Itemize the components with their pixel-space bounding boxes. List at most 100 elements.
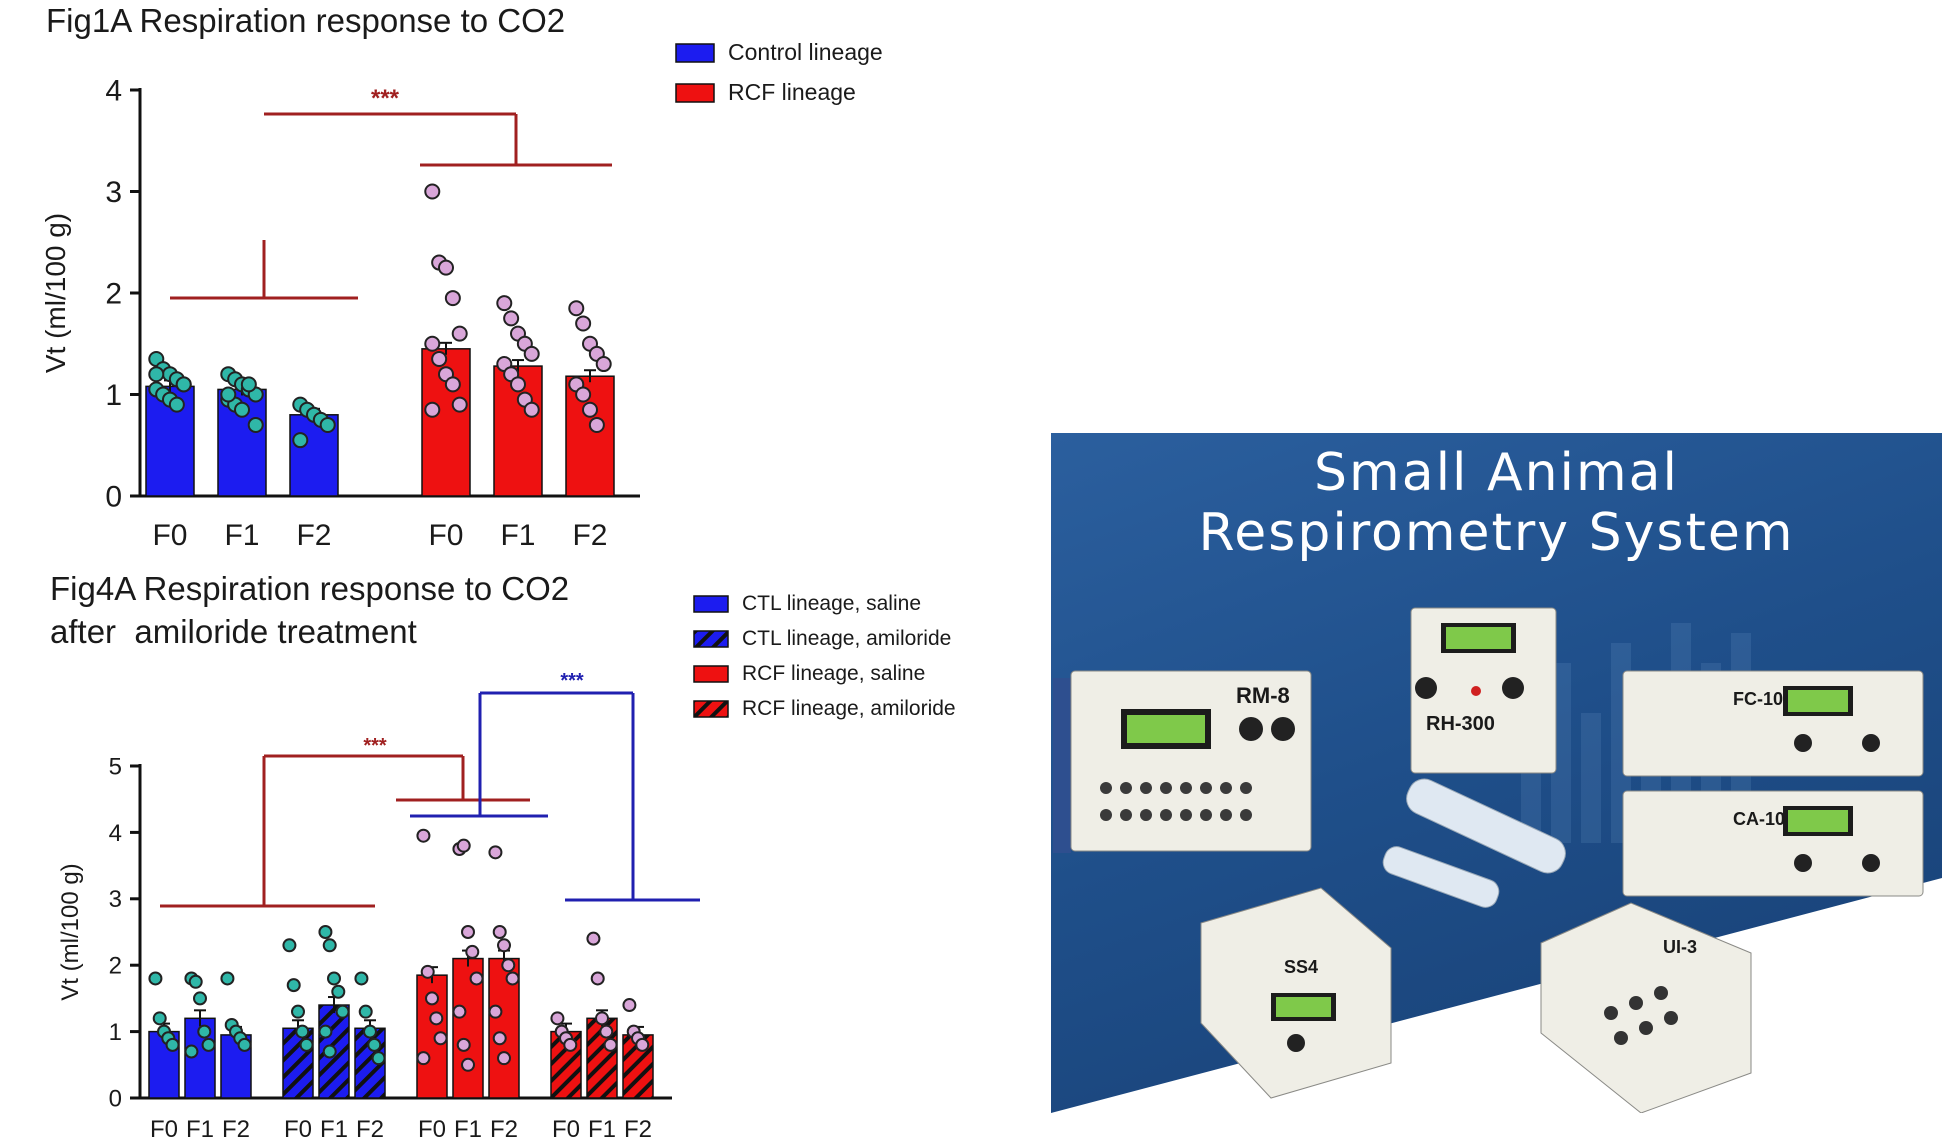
chart0-x-tick-label: F2 — [296, 519, 331, 552]
chart0-data-point — [168, 396, 185, 413]
chart1-significance-label: *** — [363, 735, 387, 757]
chart1-data-point — [497, 938, 511, 953]
ca10-device-icon: CA-10 — [1622, 790, 1924, 897]
fig4a-subtitle: after amiloride treatment — [50, 613, 417, 650]
chart1-data-point — [286, 978, 301, 993]
chart1-x-tick-label: F1 — [454, 1116, 482, 1143]
chart0-data-point — [175, 376, 192, 393]
chart1-data-point — [429, 1011, 444, 1026]
chart1-x-tick-label: F0 — [150, 1116, 178, 1143]
chart1-x-tick-label: F2 — [624, 1116, 652, 1143]
chart0-y-label: Vt (ml/100 g) — [40, 213, 71, 373]
chart1-data-point — [291, 1004, 305, 1019]
chart1-x-tick-label: F2 — [490, 1116, 518, 1143]
chart1-data-point — [193, 991, 207, 1006]
chart1-data-point — [367, 1037, 382, 1052]
chart0-data-point — [568, 300, 585, 317]
chart1-data-point — [197, 1024, 212, 1039]
chart0-data-point — [496, 295, 513, 312]
chart0-x-tick-label: F1 — [500, 519, 535, 552]
chart0-data-point — [424, 401, 441, 418]
chart0-data-point — [220, 386, 237, 403]
chart1-legend-swatch — [693, 665, 729, 683]
chart0-data-point — [148, 366, 165, 383]
chart0-data-point — [431, 350, 448, 367]
chart0-data-point — [451, 396, 468, 413]
fc10-device-icon: FC-10 — [1622, 670, 1924, 777]
chart1-data-point — [318, 1024, 333, 1039]
chart1-data-point — [416, 1051, 431, 1066]
ad-title-line2: Respirometry System — [1198, 503, 1795, 563]
chart1-data-point — [497, 1051, 511, 1066]
chart1-x-tick-label: F0 — [418, 1116, 446, 1143]
chart0-data-point — [247, 416, 264, 433]
chart1-data-point — [465, 944, 480, 959]
chart0-data-point — [240, 376, 257, 393]
chart1-data-point — [452, 1004, 467, 1019]
chart0-data-point — [424, 335, 441, 352]
chart1-data-point — [456, 1037, 471, 1052]
chart1-data-point — [318, 925, 333, 939]
chart0-data-point — [575, 386, 592, 403]
chart0-data-point — [444, 290, 461, 307]
ss4-label: SS4 — [1284, 957, 1318, 977]
respirometry-ad-banner: Small Animal Respirometry System RM-8 RH… — [1051, 433, 1942, 1113]
chart1-data-point — [433, 1031, 448, 1046]
chart1-data-point — [488, 845, 503, 860]
chart1-y-tick-label: 1 — [109, 1019, 122, 1046]
fc10-label: FC-10 — [1733, 689, 1783, 709]
ui3-device-icon: UI-3 — [1540, 902, 1752, 1113]
fig1a-title: Fig1A Respiration response to CO2 — [46, 2, 566, 39]
chart1-data-point — [461, 1057, 475, 1072]
chart1-legend-swatch — [693, 630, 729, 648]
rh300-device-icon: RH-300 — [1410, 607, 1557, 774]
chart1-y-tick-label: 5 — [109, 753, 122, 780]
chart0-data-point — [438, 259, 454, 276]
chart1-x-tick-label: F1 — [320, 1116, 348, 1143]
chart0-data-point — [510, 376, 526, 393]
chart0-data-point — [444, 376, 461, 393]
chart1-data-point — [282, 938, 297, 953]
chart0-legend-swatch — [675, 83, 715, 103]
rm8-label: RM-8 — [1236, 683, 1290, 708]
chart0-data-point — [595, 356, 612, 373]
chart1-data-point — [184, 1044, 199, 1059]
chart1-data-point — [603, 1037, 618, 1052]
chart1-data-point — [550, 1011, 565, 1026]
chart1-data-point — [420, 964, 435, 979]
chart0-data-point — [292, 432, 309, 449]
chart1-data-point — [331, 984, 346, 999]
chart1-legend-label: RCF lineage, saline — [742, 662, 925, 685]
chart1-data-point — [425, 991, 439, 1006]
chart1-legend-swatch — [693, 700, 729, 718]
chart0-legend-swatch — [675, 43, 715, 63]
chart1-x-tick-label: F1 — [588, 1116, 616, 1143]
chart1-data-point — [201, 1037, 216, 1052]
chart0-y-tick-label: 4 — [105, 75, 122, 108]
chart0-data-point — [234, 401, 250, 418]
chart1-data-point — [501, 958, 516, 973]
chart1-data-point — [322, 1044, 337, 1059]
chart1-data-point — [295, 1024, 310, 1039]
chart1-data-point — [590, 971, 605, 986]
chart1-y-tick-label: 4 — [109, 820, 122, 847]
chart0-data-point — [503, 310, 520, 327]
chart0-bar — [421, 348, 471, 497]
chart1-x-tick-label: F2 — [222, 1116, 250, 1143]
chart0-x-tick-label: F2 — [572, 519, 607, 552]
chart1-data-point — [237, 1037, 252, 1052]
chart0-y-tick-label: 0 — [105, 481, 122, 514]
chart1-y-tick-label: 3 — [109, 886, 122, 913]
chart0-data-point — [523, 345, 540, 362]
chart1-data-point — [220, 971, 235, 986]
chart1-data-point — [358, 1004, 373, 1019]
chart1-data-point — [456, 838, 471, 853]
chart1-data-point — [165, 1037, 180, 1052]
fig4a-title: Fig4A Respiration response to CO2 — [50, 570, 570, 607]
chart0-y-tick-label: 1 — [105, 379, 122, 412]
chart1-y-tick-label: 0 — [109, 1085, 122, 1112]
chart1-data-point — [595, 1011, 609, 1026]
chart1-x-tick-label: F1 — [186, 1116, 214, 1143]
chart1-data-point — [469, 971, 484, 986]
chart1-x-tick-label: F2 — [356, 1116, 384, 1143]
